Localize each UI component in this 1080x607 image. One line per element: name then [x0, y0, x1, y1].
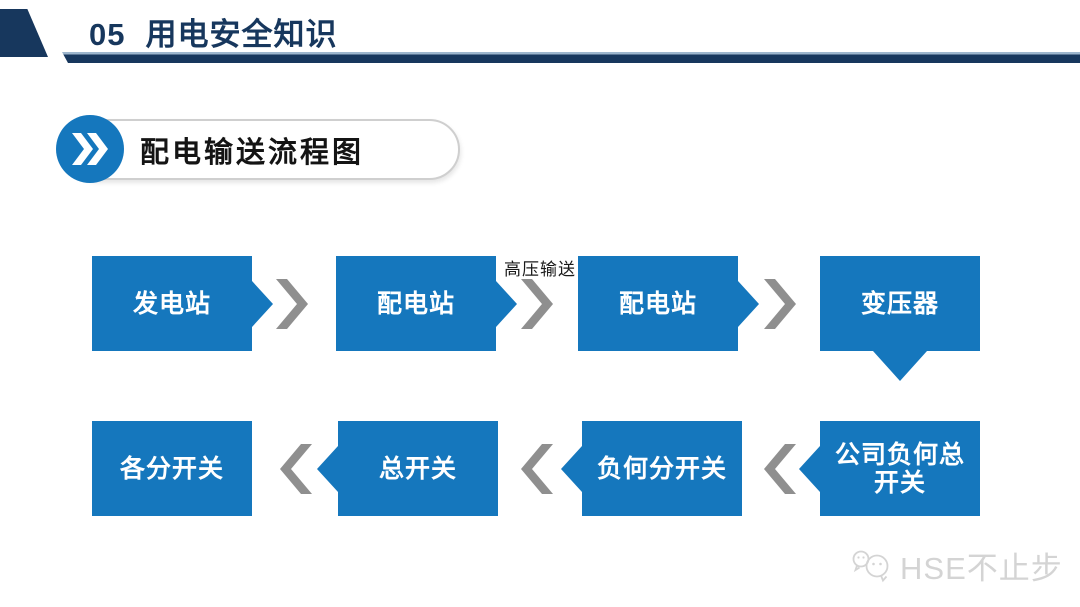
flow-box-power-station: 发电站 [92, 256, 273, 351]
arrow-left-icon [521, 444, 553, 494]
section-title-pill: 配电输送流程图 [68, 119, 460, 180]
flow-box-substation-2: 配电站 [578, 256, 759, 351]
header-accent-shape [0, 9, 48, 57]
flow-box-branch-switches: 各分开关 [92, 421, 252, 516]
header-number: 05 [89, 17, 126, 52]
page-header: 05 用电安全知识 [89, 9, 337, 54]
high-voltage-label: 高压输送 [504, 260, 576, 279]
watermark: HSE不止步 [850, 543, 1063, 588]
flow-box-transformer: 变压器 [820, 256, 980, 381]
flow-box-label: 各分开关 [119, 454, 224, 483]
flow-box-label: 配电站 [376, 289, 455, 318]
flow-box-label: 变压器 [860, 289, 939, 318]
arrow-left-icon [764, 444, 796, 494]
header-underline [62, 52, 1080, 63]
section-title: 配电输送流程图 [140, 136, 365, 169]
flow-box-load-branch-switch: 负何分开关 [561, 421, 742, 516]
header-title: 用电安全知识 [145, 17, 338, 52]
flow-box-label: 负何分开关 [596, 454, 727, 483]
arrow-right-icon [521, 279, 553, 329]
flow-box-substation-1: 配电站 [336, 256, 517, 351]
section-title-badge [56, 115, 124, 183]
flow-box-main-switch: 总开关 [317, 421, 498, 516]
wechat-icon [852, 550, 889, 582]
flow-box-label: 配电站 [618, 289, 697, 318]
flow-box-label: 发电站 [132, 289, 211, 318]
arrow-left-icon [280, 444, 312, 494]
arrow-right-icon [276, 279, 308, 329]
double-chevron-right-icon [72, 133, 108, 165]
arrow-right-icon [764, 279, 796, 329]
flow-box-company-main-switch: 公司负何总开关 [799, 421, 980, 516]
flow-box-label: 总开关 [378, 454, 457, 483]
watermark-text: HSE不止步 [900, 551, 1063, 586]
flow-box-label: 公司负何总开关 [834, 440, 965, 497]
